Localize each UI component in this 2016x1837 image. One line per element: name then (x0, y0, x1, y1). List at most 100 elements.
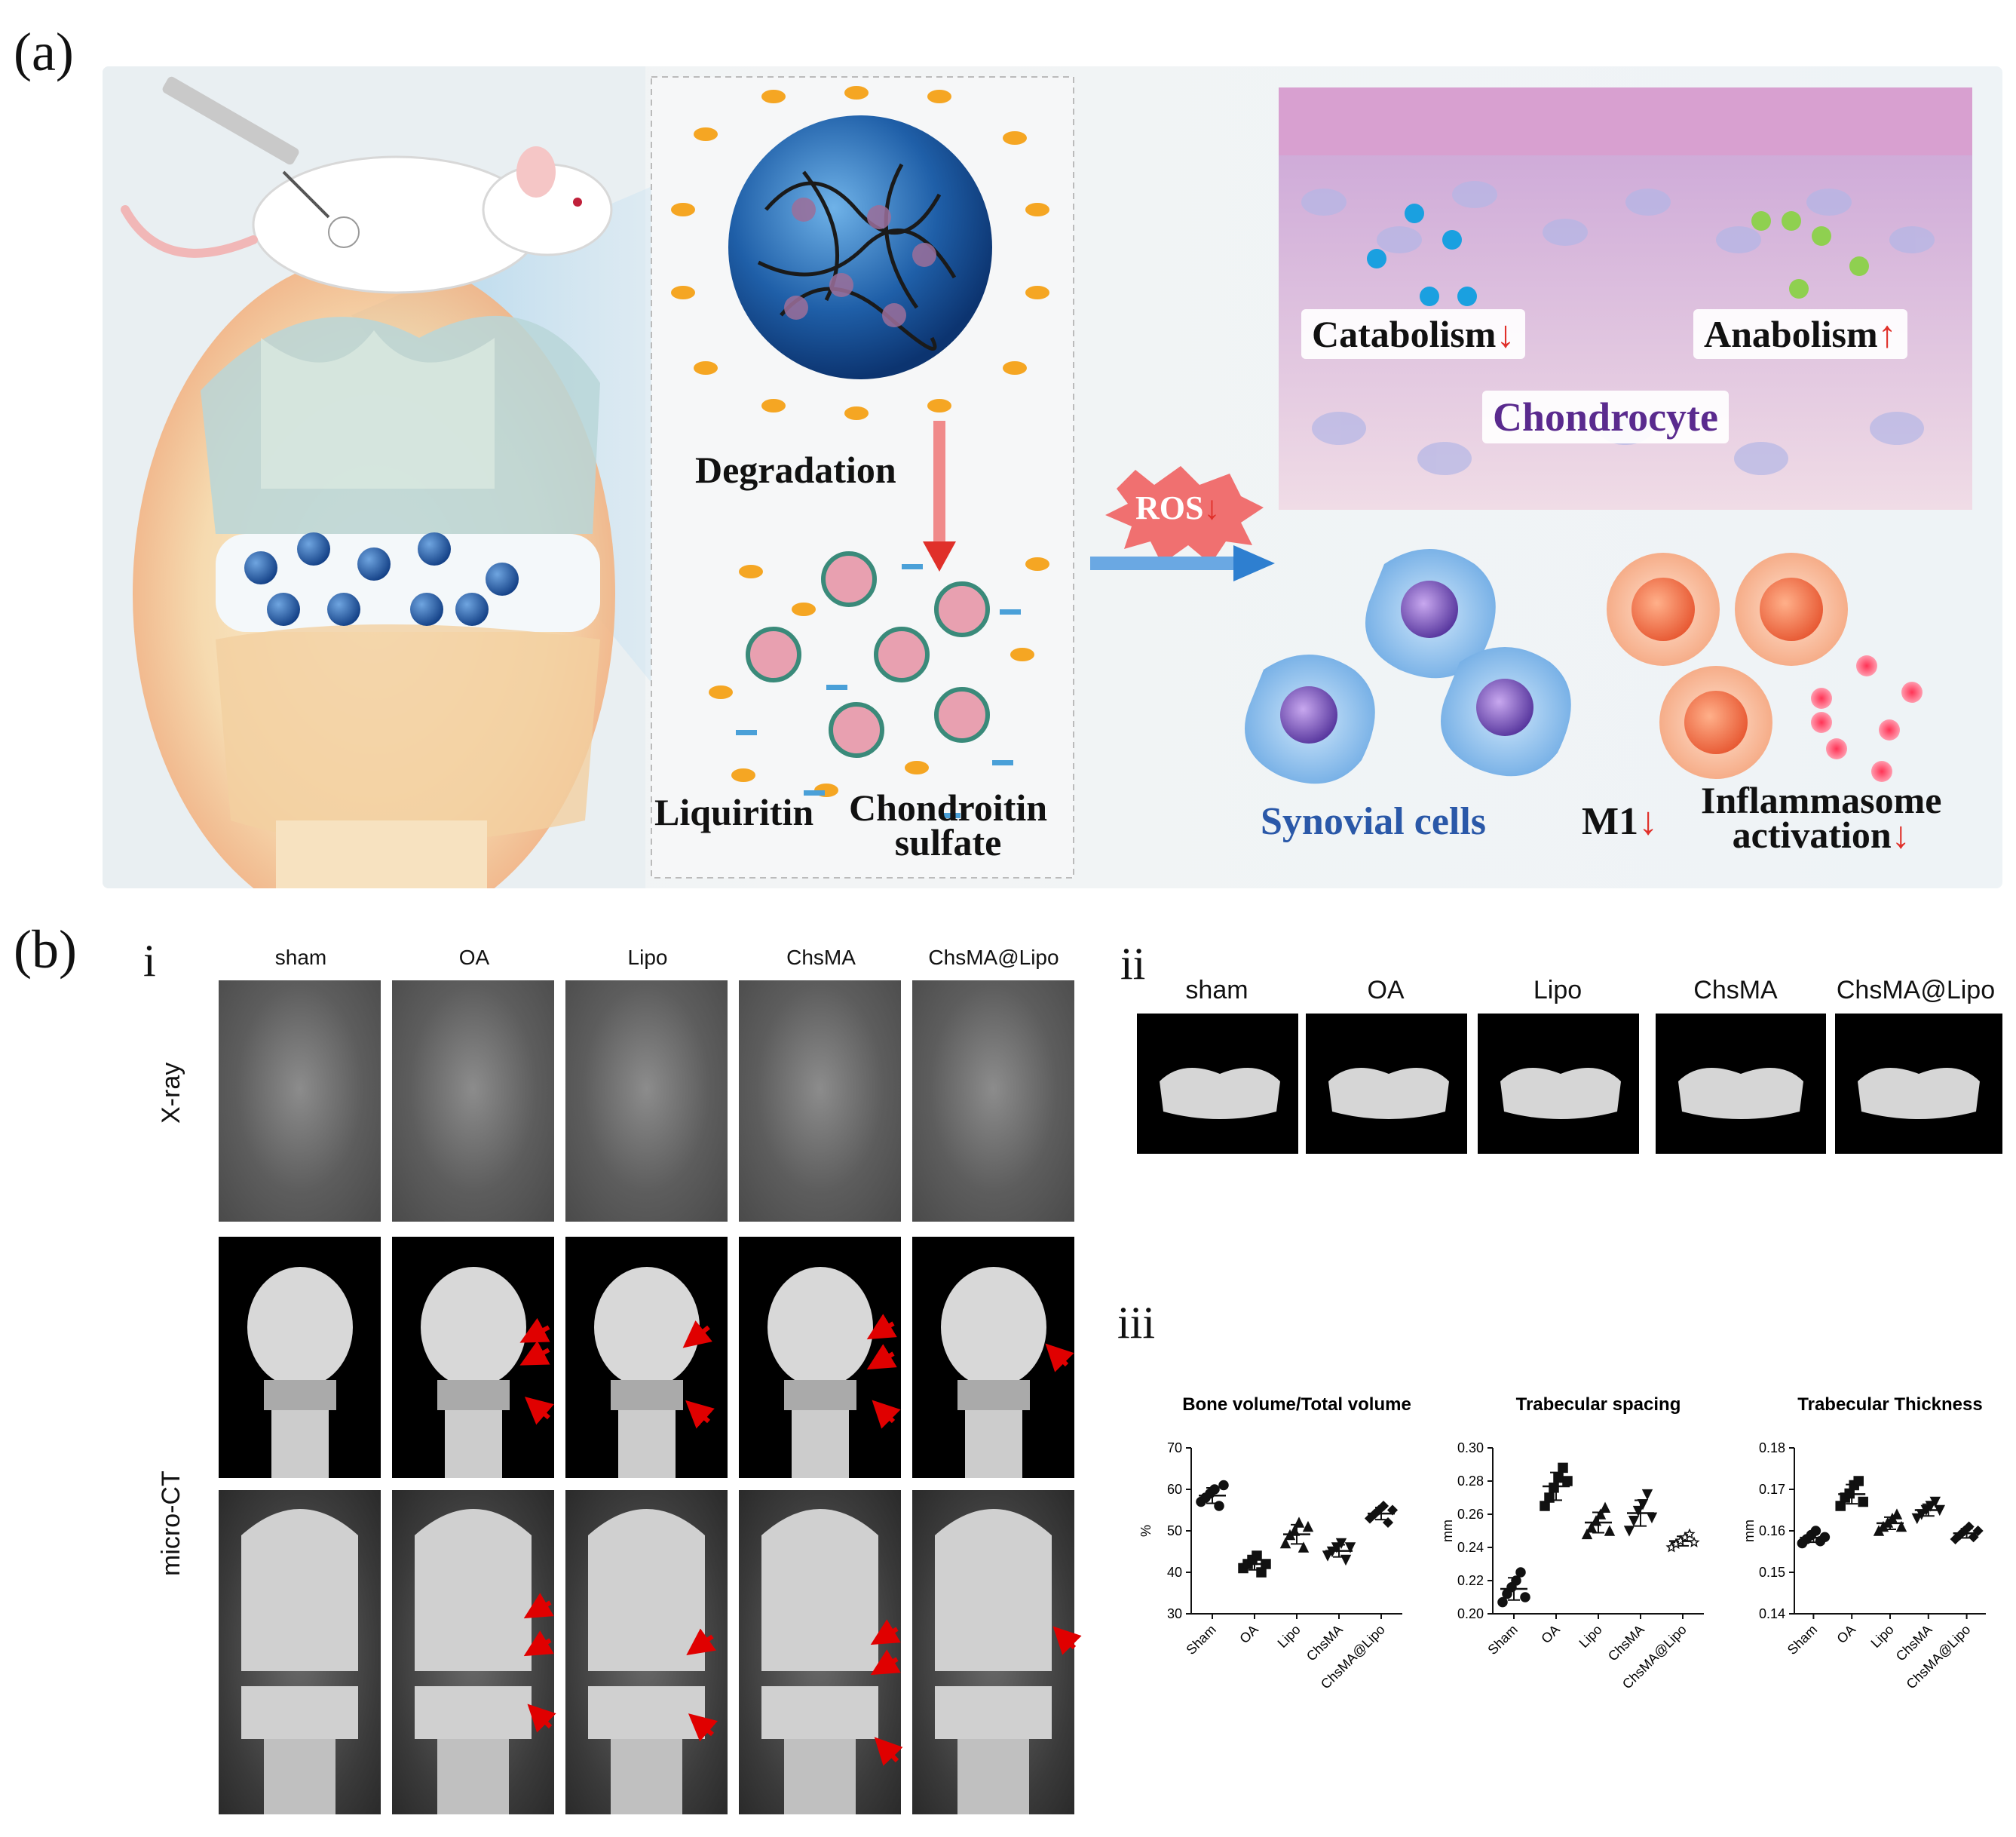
data-point (1558, 1462, 1568, 1474)
ii-col-label-sham: sham (1185, 976, 1249, 1004)
data-point (1623, 1526, 1635, 1537)
data-point (1331, 1542, 1343, 1553)
data-point (1604, 1525, 1616, 1536)
data-point (1335, 1538, 1347, 1550)
data-point (1628, 1516, 1640, 1527)
liquiritin-label: Liquiritin (654, 791, 814, 833)
data-point (1340, 1554, 1352, 1566)
trabecular-render-chsma-lipo (1835, 1014, 2002, 1154)
x-tick-label: Sham (1785, 1622, 1820, 1658)
row-label-microct: micro-CT (157, 1471, 185, 1576)
joint-particles (244, 532, 519, 626)
data-point (1590, 1515, 1602, 1526)
data-point (1925, 1501, 1937, 1512)
degradation-label: Degradation (695, 449, 896, 491)
x-tick-label: Sham (1183, 1622, 1218, 1658)
data-point (1968, 1532, 1979, 1543)
data-point (1934, 1504, 1946, 1517)
microct-slice-chsma-lipo (912, 1490, 1074, 1814)
y-axis-label: mm (1742, 1520, 1757, 1542)
data-point (1298, 1541, 1310, 1553)
x-tick-label: Lipo (1275, 1622, 1304, 1651)
ii-col-label-chsma: ChsMA (1693, 976, 1778, 1004)
data-point (1684, 1528, 1696, 1539)
anabolism-label: Anabolism↑ (1693, 309, 1907, 359)
y-tick-label: 0.17 (1759, 1482, 1785, 1497)
down-arrow-icon: ↓ (1496, 313, 1515, 355)
data-point (1386, 1504, 1399, 1516)
data-point (1288, 1525, 1301, 1536)
microct-3d-lipo (565, 1237, 728, 1478)
x-tick-label: OA (1538, 1622, 1563, 1647)
data-point (1553, 1472, 1564, 1483)
data-point (1835, 1501, 1846, 1511)
panel-b-i-label: i (143, 936, 156, 986)
y-axis-label: % (1138, 1525, 1154, 1537)
micelles (746, 551, 990, 758)
y-tick-label: 70 (1167, 1440, 1182, 1455)
col-label-oa: OA (458, 946, 490, 969)
chondrocyte-label: Chondrocyte (1482, 391, 1730, 443)
up-arrow-icon: ↑ (1877, 313, 1897, 355)
x-tick-label: Sham (1484, 1622, 1520, 1658)
data-point (1544, 1492, 1555, 1503)
data-point (1382, 1517, 1394, 1529)
xray-image-lipo (565, 980, 728, 1222)
y-tick-label: 0.20 (1457, 1606, 1484, 1621)
data-point (1810, 1526, 1821, 1536)
data-point (1895, 1520, 1907, 1532)
panel-b-iii-label: iii (1117, 1298, 1156, 1348)
data-point (1916, 1509, 1928, 1520)
data-point (1279, 1537, 1291, 1549)
data-point (1929, 1496, 1941, 1508)
data-point (1549, 1483, 1559, 1493)
microct-slice-oa (392, 1490, 554, 1814)
chart-title: Bone volume/Total volume (1182, 1394, 1411, 1415)
down-arrow-icon: ↓ (1891, 814, 1910, 856)
data-point (1641, 1489, 1653, 1501)
y-tick-label: 0.28 (1457, 1474, 1484, 1489)
y-tick-label: 60 (1167, 1482, 1182, 1497)
col-label-lipo: Lipo (627, 946, 668, 969)
xray-image-sham (219, 980, 381, 1222)
xray-image-chsma-lipo (912, 980, 1074, 1222)
col-label-sham: sham (274, 946, 327, 969)
x-tick-label: ChsMA (1605, 1622, 1647, 1664)
data-point (1646, 1512, 1658, 1524)
data-point (1326, 1546, 1338, 1558)
chart-title: Trabecular Thickness (1797, 1394, 1982, 1415)
data-point (1586, 1521, 1598, 1533)
schematic-illustration (103, 66, 1972, 888)
data-point (1920, 1504, 1932, 1517)
data-point (1972, 1525, 1984, 1537)
chart-title: Trabecular spacing (1516, 1394, 1681, 1415)
x-tick-label: Lipo (1868, 1622, 1897, 1651)
microct-3d-sham (219, 1237, 381, 1478)
data-point (1688, 1536, 1700, 1547)
data-point (1218, 1480, 1229, 1491)
x-tick-label: OA (1834, 1622, 1858, 1647)
inflammasome-dots (1811, 655, 1923, 782)
m1-label: M1↓ (1582, 800, 1659, 843)
y-tick-label: 0.18 (1759, 1440, 1785, 1455)
data-point (1497, 1596, 1508, 1608)
data-point (1302, 1520, 1314, 1532)
panel-b-ii-label: ii (1120, 939, 1146, 989)
data-point (1632, 1505, 1644, 1517)
chart-axis (1794, 1448, 1986, 1615)
trabecular-render-oa (1306, 1014, 1467, 1154)
down-arrow-icon: ↓ (1638, 800, 1659, 843)
col-label-chsma: ChsMA (786, 946, 856, 969)
rat-illustration (121, 76, 613, 294)
row-label-xray: X-ray (157, 1062, 185, 1124)
liquiritin-dots (671, 86, 1049, 420)
data-point (1214, 1501, 1224, 1511)
data-point (1520, 1592, 1530, 1602)
data-point (1377, 1500, 1389, 1512)
data-point (1599, 1501, 1611, 1513)
chart-svg: Trabecular Thickness0.180.170.160.150.14… (1742, 1394, 1986, 1692)
ii-col-label-oa: OA (1367, 976, 1405, 1004)
